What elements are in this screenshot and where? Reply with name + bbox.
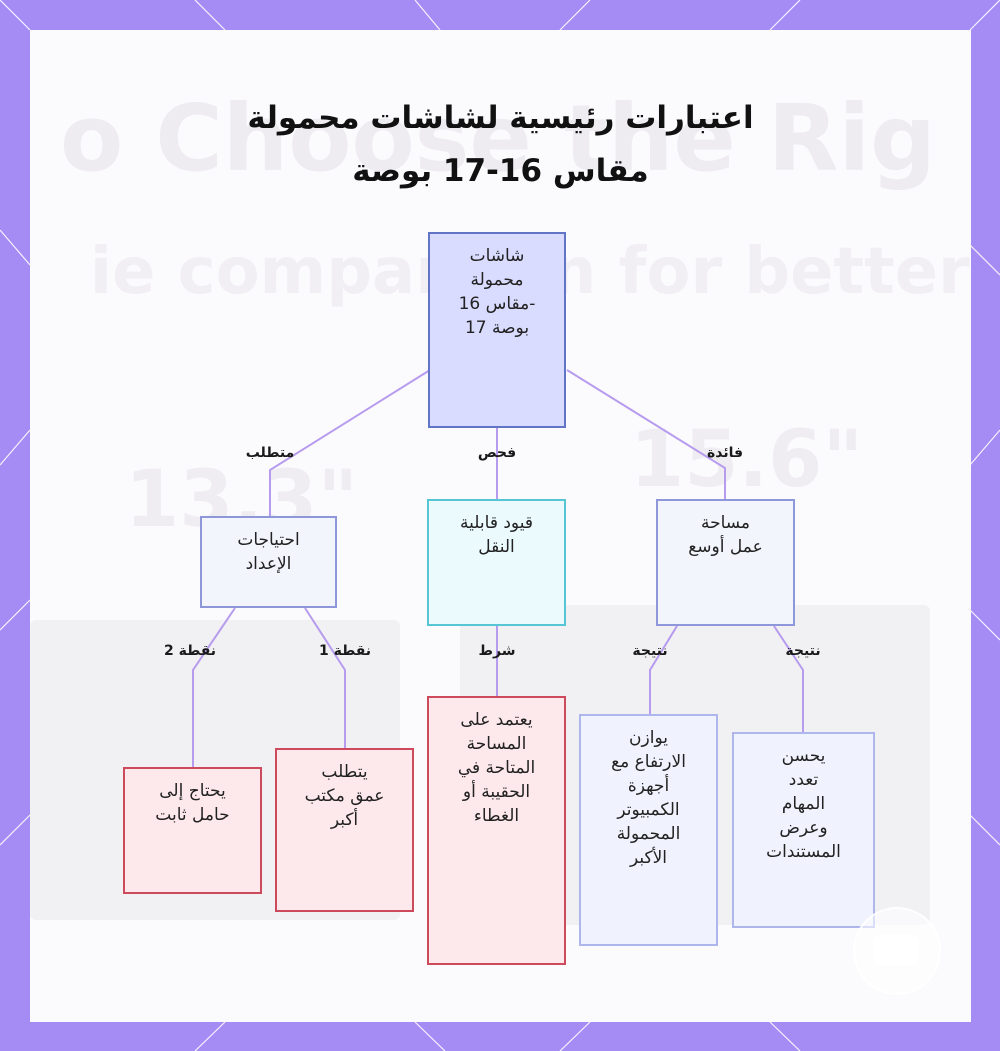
node-multitasking-line-1: يحسن	[781, 746, 826, 766]
node-multitasking-line-2: تعدد	[788, 770, 819, 790]
node-bag-space-line-3: المتاحة في	[457, 758, 536, 778]
node-height-balance-line-4: الكمبيوتر	[617, 800, 680, 820]
node-root-line-1: شاشات	[469, 246, 525, 266]
edge-label-result-left: نتيجة	[632, 643, 668, 659]
node-balances-height: يوازن الارتفاع مع أجهزة الكمبيوتر المحمو…	[579, 714, 718, 946]
diagram-card: o Choose the Rig ie comparison for bette…	[30, 30, 971, 1022]
node-setup-needs-line-1: احتياجات	[237, 530, 300, 550]
node-desk-depth-line-3: أكبر	[330, 810, 359, 830]
edge-label-point-2: نقطة 2	[163, 643, 217, 659]
edge-root-to-setup-needs	[269, 369, 431, 516]
node-setup-needs: احتياجات الإعداد	[200, 516, 337, 608]
node-workspace-line-1: مساحة	[700, 513, 751, 533]
node-multitasking-line-4: وعرض	[779, 818, 828, 838]
node-height-balance-line-5: المحمولة	[616, 824, 681, 844]
edge-setup-to-desk-depth	[304, 607, 346, 748]
background-watermark-size-right: 15.6"	[630, 415, 864, 505]
edge-root-to-workspace	[566, 369, 726, 499]
node-height-balance-line-1: يوازن	[629, 728, 668, 748]
edge-workspace-to-multitasking	[773, 625, 804, 732]
edge-label-result-right: نتيجة	[785, 643, 821, 659]
node-height-balance-line-6: الأكبر	[629, 848, 668, 868]
node-root-line-2: محمولة	[470, 270, 524, 290]
edge-label-requirement: متطلب	[245, 445, 295, 461]
node-root-line-4: 17 بوصة	[464, 318, 530, 338]
node-needs-desk-depth: يتطلب عمق مكتب أكبر	[275, 748, 414, 912]
node-height-balance-line-2: الارتفاع مع	[611, 752, 686, 772]
node-bag-space-line-5: الغطاء	[473, 806, 520, 826]
edge-label-benefit: فائدة	[706, 445, 744, 461]
node-root-large-portable-monitors: شاشات محمولة مقاس 16- 17 بوصة	[428, 232, 566, 428]
node-portability-line-2: النقل	[478, 537, 515, 557]
node-wider-workspace: مساحة عمل أوسع	[656, 499, 795, 626]
diagram-edges	[192, 369, 804, 767]
node-multitasking-line-3: المهام	[781, 794, 826, 814]
node-depends-on-bag-space: يعتمد على المساحة المتاحة في الحقيبة أو …	[427, 696, 566, 965]
node-fixed-stand-line-2: حامل ثابت	[155, 805, 230, 825]
node-root-line-3: مقاس 16-	[458, 294, 536, 314]
node-workspace-line-2: عمل أوسع	[688, 537, 763, 557]
node-multitasking-line-5: المستندات	[766, 842, 841, 862]
chat-icon	[873, 935, 919, 965]
node-portability-limits: قيود قابلية النقل	[427, 499, 566, 626]
node-setup-needs-line-2: الإعداد	[245, 554, 292, 574]
node-portability-line-1: قيود قابلية	[460, 513, 533, 533]
node-height-balance-line-3: أجهزة	[627, 776, 670, 796]
edge-label-check: فحص	[477, 445, 517, 461]
node-bag-space-line-2: المساحة	[466, 734, 527, 754]
node-fixed-stand-line-1: يحتاج إلى	[159, 781, 226, 801]
node-bag-space-line-4: الحقيبة أو	[462, 782, 531, 802]
title-line-1: اعتبارات رئيسية لشاشات محمولة	[247, 100, 754, 136]
node-desk-depth-line-1: يتطلب	[321, 762, 368, 782]
chat-button[interactable]	[853, 907, 941, 995]
edge-setup-to-fixed-stand	[192, 607, 236, 767]
edge-workspace-to-height-balance	[649, 625, 678, 714]
title-line-2: مقاس 16-17 بوصة	[352, 153, 649, 189]
background-watermark-heading: o Choose the Rig	[60, 85, 936, 192]
node-bag-space-line-1: يعتمد على	[460, 710, 533, 730]
node-needs-fixed-stand: يحتاج إلى حامل ثابت	[123, 767, 262, 894]
diagram-title: اعتبارات رئيسية لشاشات محمولة مقاس 16-17…	[30, 92, 971, 198]
edge-label-condition: شرط	[478, 643, 516, 659]
node-improves-multitasking: يحسن تعدد المهام وعرض المستندات	[732, 732, 875, 928]
edge-label-point-1: نقطة 1	[318, 643, 372, 659]
node-desk-depth-line-2: عمق مكتب	[304, 786, 385, 806]
